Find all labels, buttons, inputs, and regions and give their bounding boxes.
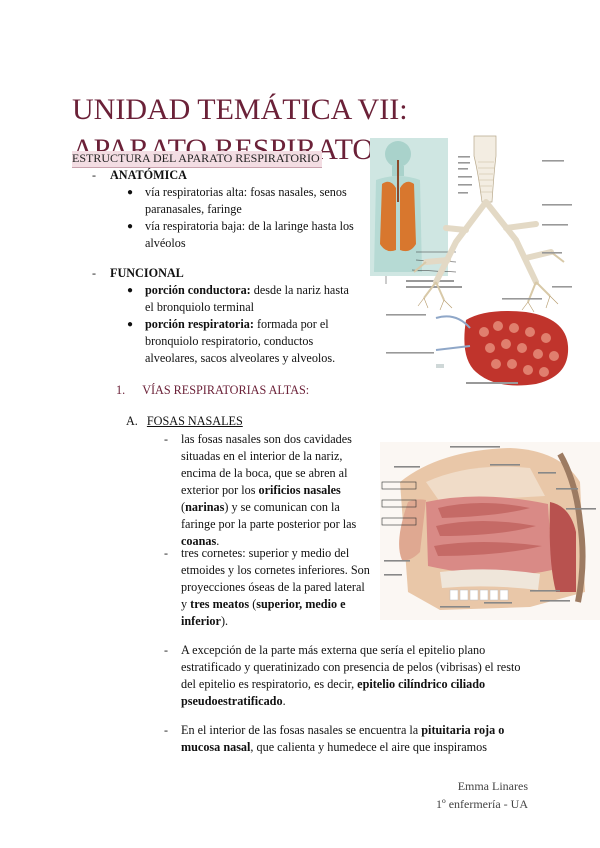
fosas-bullet-1: las fosas nasales son dos cavidades situ… (181, 432, 357, 548)
sub-heading-letter: A. (126, 414, 138, 428)
sub-heading: A. FOSAS NASALES (126, 413, 243, 430)
footer-author: Emma Linares (457, 779, 528, 793)
respiratory-system-figure (366, 132, 582, 394)
numbered-heading-number: 1. (116, 383, 126, 397)
dash-marker: - (164, 546, 168, 560)
bullet-dot: ● (127, 187, 134, 198)
footer-course: 1º enfermería - UA (435, 797, 528, 811)
fosas-bullet-3: A excepción de la parte más externa que … (181, 643, 521, 708)
dash-marker: - (92, 266, 96, 280)
dash-marker: - (92, 168, 96, 182)
funcional-heading: FUNCIONAL (110, 266, 184, 280)
dash-marker: - (164, 432, 168, 446)
nasal-cavity-figure (380, 442, 600, 620)
bullet-dot: ● (127, 221, 134, 232)
fosas-bullet-4: En el interior de las fosas nasales se e… (181, 723, 505, 754)
anatomica-item-2: vía respiratoria baja: de la laringe has… (145, 219, 354, 250)
page-title: UNIDAD TEMÁTICA VII: APARATO RESPIRATORI… (72, 93, 426, 167)
anatomica-item-1: vía respiratorias alta: fosas nasales, s… (145, 185, 347, 216)
funcional-item-1: porción conductora: desde la nariz hasta… (145, 283, 349, 314)
section-heading: ESTRUCTURA DEL APARATO RESPIRATORIO (72, 151, 322, 168)
numbered-heading-label: VÍAS RESPIRATORIAS ALTAS: (142, 383, 310, 397)
numbered-heading: 1. VÍAS RESPIRATORIAS ALTAS: (116, 382, 309, 399)
anatomica-heading: ANATÓMICA (110, 168, 187, 182)
sub-heading-label: FOSAS NASALES (146, 414, 243, 428)
fosas-bullet-2: tres cornetes: superior y medio del etmo… (181, 546, 370, 628)
dash-marker: - (164, 643, 168, 657)
bullet-dot: ● (127, 285, 134, 296)
funcional-item-2: porción respiratoria: formada por el bro… (145, 317, 336, 365)
dash-marker: - (164, 723, 168, 737)
bullet-dot: ● (127, 319, 134, 330)
